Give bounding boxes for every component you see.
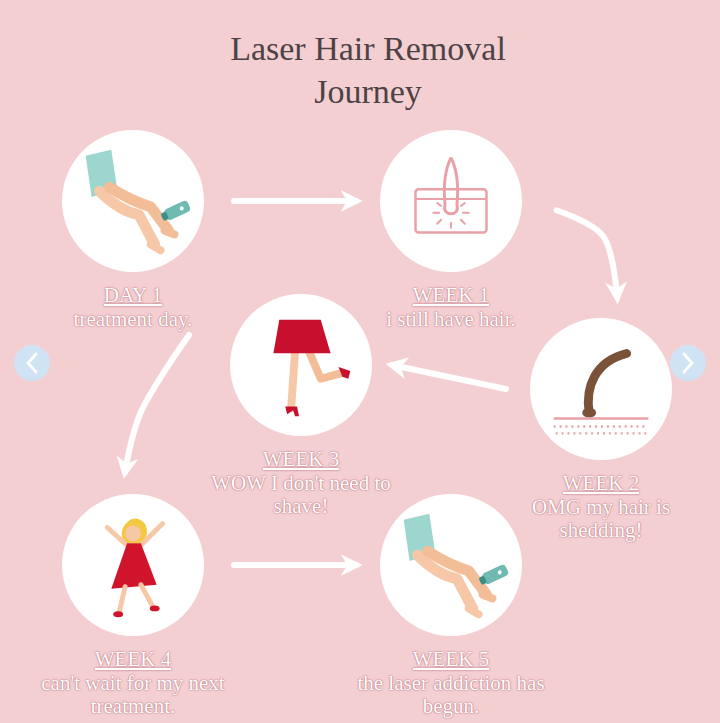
step-heading: WEEK 3 (208, 448, 394, 472)
carousel-button (14, 345, 50, 381)
flow-arrow (234, 198, 356, 204)
step-icon (404, 514, 510, 615)
step-icon (86, 150, 192, 251)
step-node: WEEK 3WOW I don't need to shave! (208, 294, 394, 519)
step-icon (416, 158, 487, 233)
flow-arrow (392, 365, 506, 389)
step-circle (380, 494, 522, 636)
step-heading: WEEK 5 (335, 648, 567, 672)
step-caption: treatment day. (33, 308, 233, 332)
step-icon (273, 320, 350, 417)
step-heading: WEEK 1 (341, 284, 561, 308)
step-node: WEEK 4can't wait for my next treatment. (30, 494, 236, 719)
step-heading: DAY 1 (33, 284, 233, 308)
step-caption: WOW I don't need to shave! (208, 472, 394, 519)
step-node: DAY 1treatment day. (33, 130, 233, 331)
diagram-title: Laser Hair Removal Journey (198, 28, 538, 113)
flow-arrow (125, 335, 189, 472)
step-node: WEEK 2OMG my hair is shedding! (516, 318, 686, 543)
step-node: WEEK 1i still have hair. (341, 130, 561, 331)
flow-arrow (234, 562, 356, 568)
step-circle (62, 130, 204, 272)
step-caption: OMG my hair is shedding! (516, 496, 686, 543)
step-caption: the laser addiction has begun. (335, 672, 567, 719)
step-circle (530, 318, 672, 460)
step-circle (62, 494, 204, 636)
step-circle (230, 294, 372, 436)
step-icon (107, 519, 162, 618)
carousel-button (670, 345, 706, 381)
step-heading: WEEK 2 (516, 472, 686, 496)
step-circle (380, 130, 522, 272)
step-node: WEEK 5the laser addiction has begun. (335, 494, 567, 719)
step-heading: WEEK 4 (30, 648, 236, 672)
step-caption: can't wait for my next treatment. (30, 672, 236, 719)
step-caption: i still have hair. (341, 308, 561, 332)
step-icon (554, 354, 649, 434)
flow-arrow (557, 210, 618, 297)
